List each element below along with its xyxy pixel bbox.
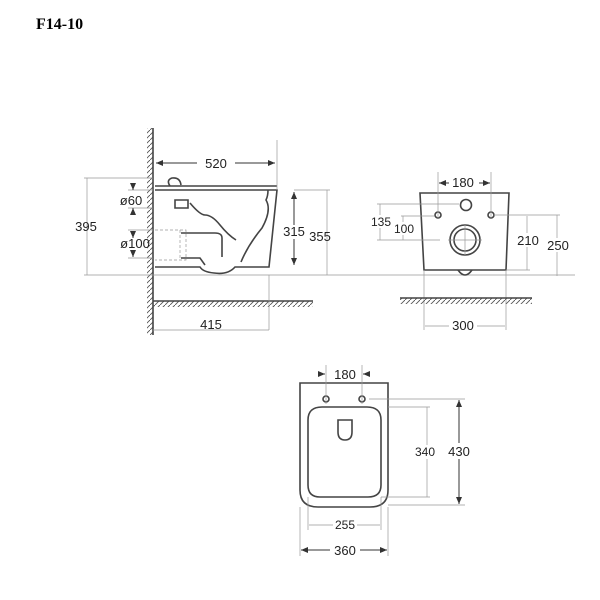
dim-430: 430 (448, 444, 470, 459)
top-dim-180: 180 (334, 367, 356, 382)
dim-100: 100 (394, 222, 414, 236)
model-title: F14-10 (36, 16, 84, 33)
dim-315: 315 (283, 224, 305, 239)
dim-520: 520 (205, 156, 227, 171)
dim-d100: ø100 (120, 236, 150, 251)
dim-255: 255 (335, 518, 355, 532)
top-view: 180 340 430 255 360 (299, 365, 473, 558)
floor-hatch (400, 298, 532, 304)
front-dim-180: 180 (452, 175, 474, 190)
dim-395: 395 (75, 219, 97, 234)
front-view: 180 135 100 210 250 300 (370, 172, 570, 333)
dim-360: 360 (334, 543, 356, 558)
side-view: 520 395 ø60 ø100 315 355 415 (75, 128, 575, 335)
dim-250: 250 (547, 238, 569, 253)
floor-hatch (153, 301, 313, 307)
toilet-front-outline (419, 192, 510, 271)
dim-210: 210 (517, 233, 539, 248)
dim-d60: ø60 (120, 193, 142, 208)
toilet-top-outline (299, 382, 389, 508)
dim-355: 355 (309, 229, 331, 244)
wall-hatch (147, 128, 153, 335)
dim-340: 340 (415, 445, 435, 459)
dim-300: 300 (452, 318, 474, 333)
toilet-side-outline (155, 177, 278, 275)
dim-415: 415 (200, 317, 222, 332)
dim-135: 135 (371, 215, 391, 229)
